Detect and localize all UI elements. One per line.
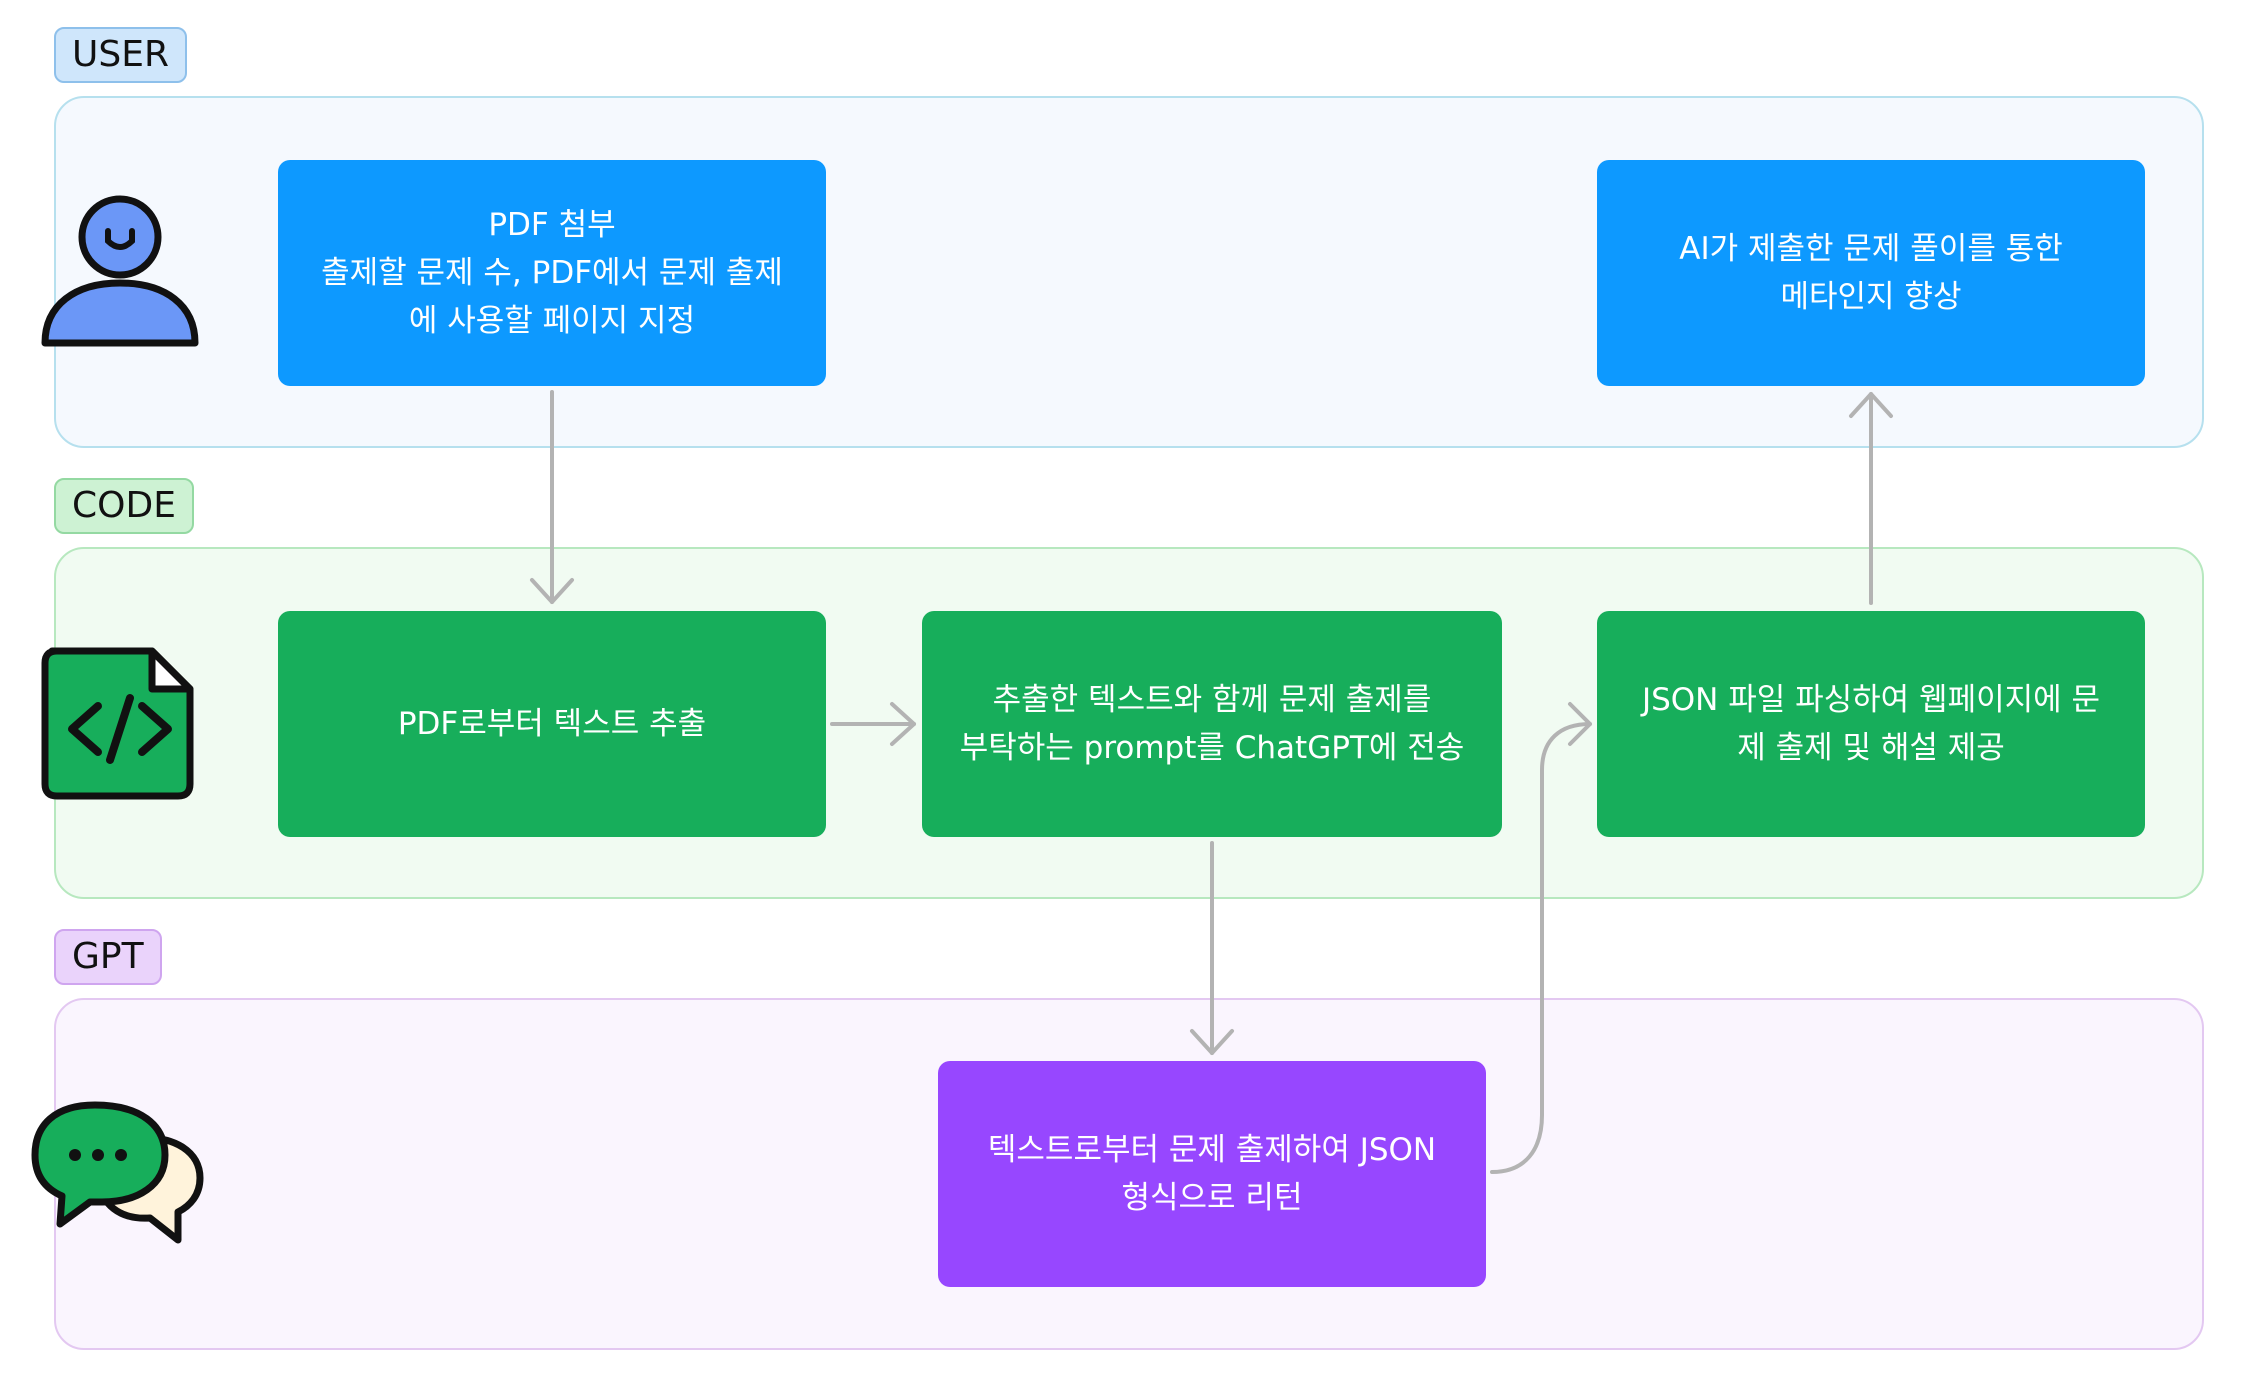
node-pdf-attach-line-2: 출제할 문제 수, PDF에서 문제 출제	[321, 255, 783, 291]
arrowhead-send-to-gpt	[1190, 1029, 1234, 1055]
lane-tag-gpt: GPT	[54, 929, 162, 985]
arrowhead-extract-to-send	[890, 702, 916, 746]
node-send-prompt-line-1: 추출한 텍스트와 함께 문제 출제를	[992, 682, 1432, 718]
node-parse-json: JSON 파일 파싱하여 웹페이지에 문 제 출제 및 해설 제공	[1597, 611, 2145, 837]
arrowhead-gpt-to-parse	[1568, 702, 1592, 746]
arrowhead-parse-to-meta	[1849, 392, 1893, 418]
node-extract-text-line-1: PDF로부터 텍스트 추출	[397, 706, 707, 742]
node-metacognition-line-1: AI가 제출한 문제 풀이를 통한	[1679, 231, 2063, 267]
node-pdf-attach-line-3: 에 사용할 페이지 지정	[408, 303, 696, 339]
arrow-gpt-to-parse	[1490, 722, 1592, 1174]
node-pdf-attach: PDF 첨부 출제할 문제 수, PDF에서 문제 출제 에 사용할 페이지 지…	[278, 160, 826, 386]
code-file-icon	[41, 647, 194, 800]
node-metacognition: AI가 제출한 문제 풀이를 통한 메타인지 향상	[1597, 160, 2145, 386]
node-gpt-generate: 텍스트로부터 문제 출제하여 JSON 형식으로 리턴	[938, 1061, 1486, 1287]
node-metacognition-line-2: 메타인지 향상	[1780, 279, 1962, 315]
person-icon	[41, 195, 199, 347]
node-gpt-generate-line-1: 텍스트로부터 문제 출제하여 JSON	[987, 1132, 1437, 1168]
chat-bubbles-icon	[31, 1101, 204, 1244]
arrowhead-pdf-to-extract	[530, 578, 574, 604]
node-extract-text: PDF로부터 텍스트 추출	[278, 611, 826, 837]
node-gpt-generate-line-2: 형식으로 리턴	[1121, 1180, 1303, 1216]
node-send-prompt-line-2: 부탁하는 prompt를 ChatGPT에 전송	[959, 730, 1465, 766]
node-pdf-attach-line-1: PDF 첨부	[488, 207, 616, 243]
node-parse-json-line-2: 제 출제 및 해설 제공	[1737, 730, 2005, 766]
node-parse-json-line-1: JSON 파일 파싱하여 웹페이지에 문	[1641, 682, 2101, 718]
lane-tag-code: CODE	[54, 478, 194, 534]
node-send-prompt: 추출한 텍스트와 함께 문제 출제를 부탁하는 prompt를 ChatGPT에…	[922, 611, 1502, 837]
lane-tag-user: USER	[54, 27, 187, 83]
